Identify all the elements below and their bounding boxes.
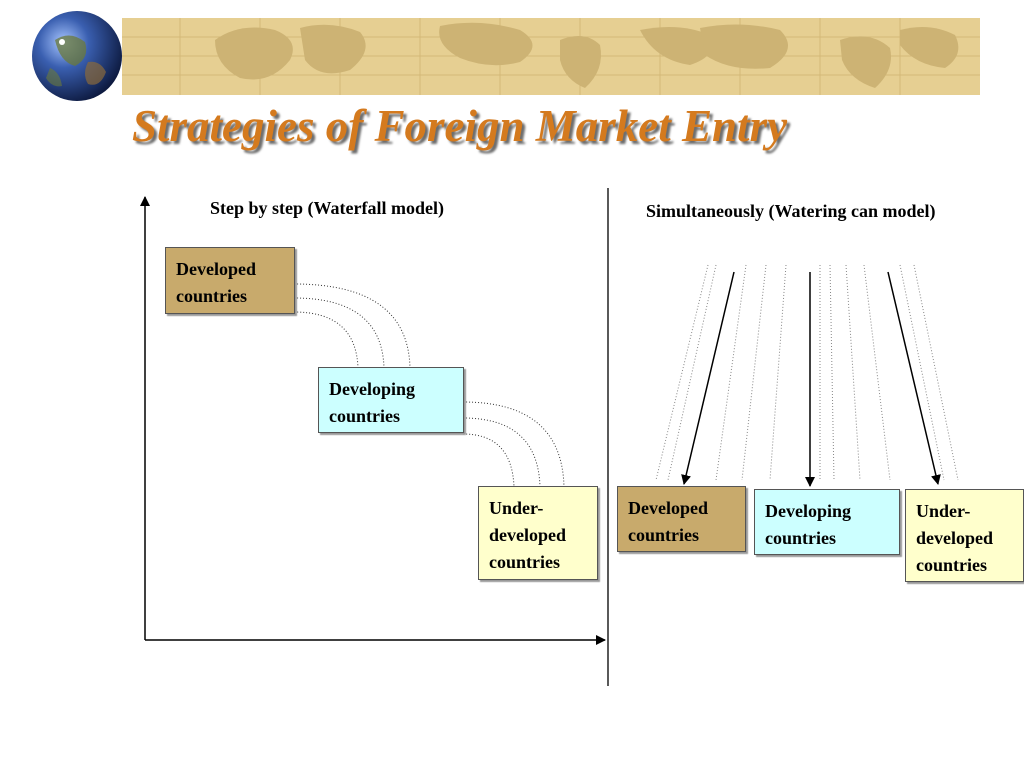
box-line: countries xyxy=(916,555,987,575)
arrow-to-developed xyxy=(681,271,735,485)
watering-underdeveloped-box: Under- developed countries xyxy=(905,489,1024,582)
waterfall-arcs-1 xyxy=(293,283,411,369)
arrow-to-underdeveloped xyxy=(887,271,941,485)
globe-icon xyxy=(32,11,122,101)
box-line: Under- xyxy=(489,498,544,518)
continent-shapes xyxy=(215,22,959,88)
box-line: countries xyxy=(765,528,836,548)
watering-can-streams xyxy=(655,264,959,481)
box-line: developed xyxy=(489,525,567,545)
waterfall-heading: Step by step (Waterfall model) xyxy=(210,198,444,218)
waterfall-developed-box: Developed countries xyxy=(165,247,295,314)
waterfall-underdeveloped-box: Under- developed countries xyxy=(478,486,598,580)
box-line: Developing xyxy=(765,501,852,521)
waterfall-developing-box: Developing countries xyxy=(318,367,464,433)
watering-developing-box: Developing countries xyxy=(754,489,900,555)
watering-can-heading: Simultaneously (Watering can model) xyxy=(646,201,936,221)
waterfall-arcs-2 xyxy=(462,401,565,488)
box-line: Under- xyxy=(916,501,971,521)
box-line: Developed xyxy=(628,498,708,518)
box-line: Developing xyxy=(329,379,416,399)
box-line: Developed xyxy=(176,259,256,279)
box-line: countries xyxy=(489,552,560,572)
box-line: developed xyxy=(916,528,994,548)
watering-developed-box: Developed countries xyxy=(617,486,746,552)
box-line: countries xyxy=(176,286,247,306)
world-map-banner xyxy=(32,11,980,101)
box-line: countries xyxy=(329,406,400,426)
slide-title: Strategies of Foreign Market Entry xyxy=(132,101,788,151)
box-line: countries xyxy=(628,525,699,545)
